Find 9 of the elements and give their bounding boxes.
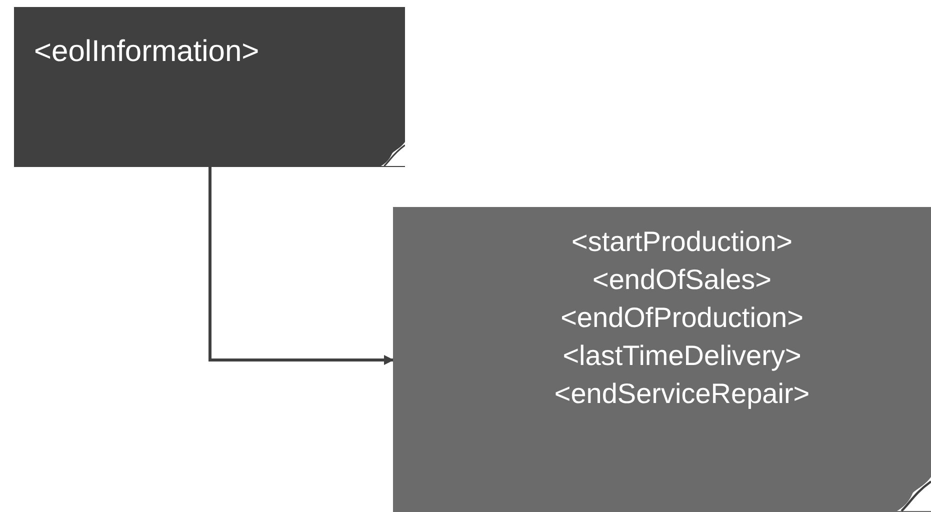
tag-text: <endServiceRepair> (553, 377, 810, 411)
tag-text: <endOfProduction> (560, 301, 804, 335)
tag-text: <eolInformation> (34, 34, 260, 70)
arrow (208, 167, 394, 365)
note-box (14, 7, 405, 167)
tag-text: <endOfSales> (591, 263, 772, 297)
tag-text: <startProduction> (570, 225, 793, 259)
tag-text: <lastTimeDelivery> (562, 339, 802, 373)
note-box (393, 207, 931, 512)
